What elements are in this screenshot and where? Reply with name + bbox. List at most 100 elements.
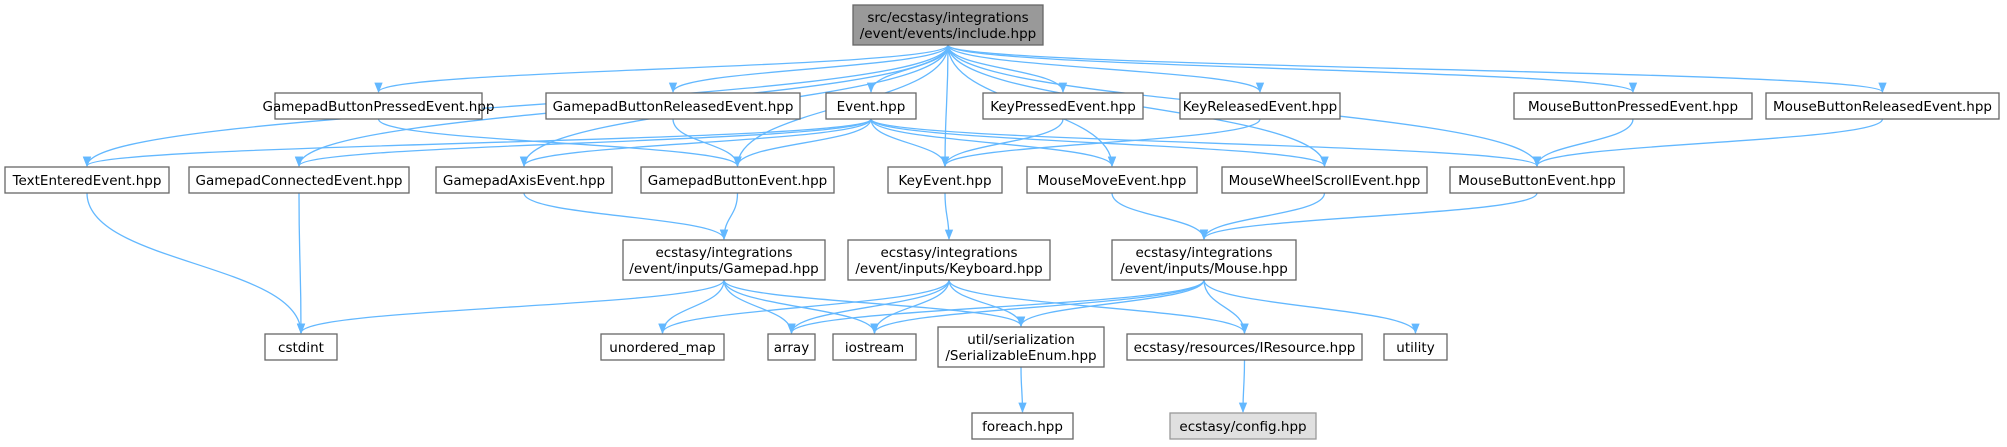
node-kr[interactable]: KeyReleasedEvent.hpp: [1179, 92, 1341, 120]
node-layer: src/ecstasy/integrations/event/events/in…: [4, 4, 2000, 440]
node-mbr[interactable]: MouseButtonReleasedEvent.hpp: [1765, 92, 2000, 120]
edge-kbd-to-ires: [948, 279, 1249, 335]
node-mb[interactable]: MouseButtonEvent.hpp: [1449, 166, 1625, 194]
node-box: [1179, 92, 1341, 120]
node-mm[interactable]: MouseMoveEvent.hpp: [1026, 166, 1198, 194]
node-label: utility: [1396, 340, 1434, 356]
node-te[interactable]: TextEnteredEvent.hpp: [4, 166, 170, 194]
node-label: KeyEvent.hpp: [898, 173, 991, 189]
edge-gc-to-cstdint: [296, 192, 306, 335]
edge-evt-to-ke: [870, 118, 950, 168]
edge-root-to-mbr: [947, 44, 1887, 94]
edge-mm-to-mouse: [1111, 192, 1209, 241]
edge-mouse-to-utility: [1203, 279, 1420, 335]
node-box: [971, 412, 1074, 440]
edge-mw-to-mouse: [1199, 192, 1326, 241]
edge-ires-to-config: [1238, 359, 1248, 414]
node-box: [1221, 166, 1428, 194]
edge-gpad-to-cstdint: [296, 279, 725, 335]
node-gpad[interactable]: ecstasy/integrations/event/inputs/Gamepa…: [622, 239, 826, 281]
node-label: /event/inputs/Gamepad.hpp: [629, 261, 818, 277]
node-config[interactable]: ecstasy/config.hpp: [1169, 412, 1317, 440]
node-box: [4, 166, 170, 194]
node-kp[interactable]: KeyPressedEvent.hpp: [982, 92, 1144, 120]
node-mbp[interactable]: MouseButtonPressedEvent.hpp: [1513, 92, 1753, 120]
edge-mb-to-mouse: [1199, 192, 1538, 241]
node-iostream[interactable]: iostream: [832, 333, 917, 361]
edge-gpad-to-senum: [723, 279, 1026, 328]
edge-root-to-gbr: [668, 44, 949, 94]
node-label: GamepadConnectedEvent.hpp: [196, 173, 403, 189]
node-label: GamepadButtonEvent.hpp: [648, 173, 827, 189]
node-label: KeyPressedEvent.hpp: [990, 99, 1136, 115]
edge-gpad-to-array: [723, 279, 796, 335]
node-label: MouseButtonPressedEvent.hpp: [1528, 99, 1738, 115]
node-ires[interactable]: ecstasy/resources/IResource.hpp: [1126, 333, 1363, 361]
node-box: [1383, 333, 1448, 361]
node-label: /SerializableEnum.hpp: [945, 348, 1096, 364]
node-box: [1765, 92, 2000, 120]
node-gb[interactable]: GamepadButtonEvent.hpp: [640, 166, 835, 194]
edge-kr-to-ke: [940, 118, 1261, 168]
node-label: MouseMoveEvent.hpp: [1038, 173, 1187, 189]
node-box: [545, 92, 801, 120]
edge-gbp-to-gb: [377, 118, 742, 168]
node-label: iostream: [845, 340, 904, 356]
node-label: Event.hpp: [837, 99, 906, 115]
node-ga[interactable]: GamepadAxisEvent.hpp: [435, 166, 613, 194]
edge-evt-to-ga: [519, 118, 872, 168]
node-kbd[interactable]: ecstasy/integrations/event/inputs/Keyboa…: [847, 239, 1051, 281]
edge-ga-to-gpad: [523, 192, 729, 241]
node-array[interactable]: array: [767, 333, 816, 361]
node-utility[interactable]: utility: [1383, 333, 1448, 361]
node-label: util/serialization: [967, 332, 1075, 348]
node-ke[interactable]: KeyEvent.hpp: [887, 166, 1003, 194]
edge-evt-to-gc: [295, 118, 872, 168]
node-box: [1449, 166, 1625, 194]
node-label: GamepadButtonPressedEvent.hpp: [263, 99, 495, 115]
edge-root-to-kp: [947, 44, 1068, 94]
node-label: src/ecstasy/integrations: [867, 10, 1028, 26]
node-root[interactable]: src/ecstasy/integrations/event/events/in…: [852, 4, 1044, 46]
node-evt[interactable]: Event.hpp: [825, 92, 917, 120]
edge-te-to-cstdint: [86, 192, 306, 335]
node-label: foreach.hpp: [982, 419, 1063, 435]
node-label: array: [774, 340, 809, 356]
node-box: [937, 326, 1105, 368]
node-gbp[interactable]: GamepadButtonPressedEvent.hpp: [263, 92, 495, 120]
node-box: [600, 333, 725, 361]
node-mouse[interactable]: ecstasy/integrations/event/inputs/Mouse.…: [1111, 239, 1297, 281]
edge-root-to-ke: [940, 44, 950, 168]
node-box: [887, 166, 1003, 194]
node-box: [1126, 333, 1363, 361]
node-cstdint[interactable]: cstdint: [264, 333, 338, 361]
node-box: [1513, 92, 1753, 120]
node-box: [274, 92, 483, 120]
node-box: [832, 333, 917, 361]
edge-evt-to-mm: [870, 118, 1117, 168]
node-label: /event/events/include.hpp: [860, 26, 1036, 42]
node-gbr[interactable]: GamepadButtonReleasedEvent.hpp: [545, 92, 801, 120]
node-foreach[interactable]: foreach.hpp: [971, 412, 1074, 440]
node-label: /event/inputs/Keyboard.hpp: [855, 261, 1042, 277]
node-box: [982, 92, 1144, 120]
edge-kbd-to-array: [787, 279, 950, 335]
node-umap[interactable]: unordered_map: [600, 333, 725, 361]
edge-gb-to-gpad: [719, 192, 739, 241]
node-box: [1169, 412, 1317, 440]
node-mw[interactable]: MouseWheelScrollEvent.hpp: [1221, 166, 1428, 194]
node-label: TextEnteredEvent.hpp: [12, 173, 162, 189]
edge-evt-to-te: [83, 118, 872, 168]
edge-mouse-to-ires: [1203, 279, 1249, 335]
node-box: [435, 166, 613, 194]
node-label: GamepadAxisEvent.hpp: [443, 173, 605, 189]
node-gc[interactable]: GamepadConnectedEvent.hpp: [188, 166, 410, 194]
node-box: [264, 333, 338, 361]
node-label: unordered_map: [609, 340, 715, 356]
node-label: MouseButtonEvent.hpp: [1458, 173, 1616, 189]
edge-gpad-to-iostream: [723, 279, 879, 335]
node-label: /event/inputs/Mouse.hpp: [1120, 261, 1288, 277]
node-box: [188, 166, 410, 194]
node-senum[interactable]: util/serialization/SerializableEnum.hpp: [937, 326, 1105, 368]
edge-root-to-kr: [947, 44, 1265, 94]
